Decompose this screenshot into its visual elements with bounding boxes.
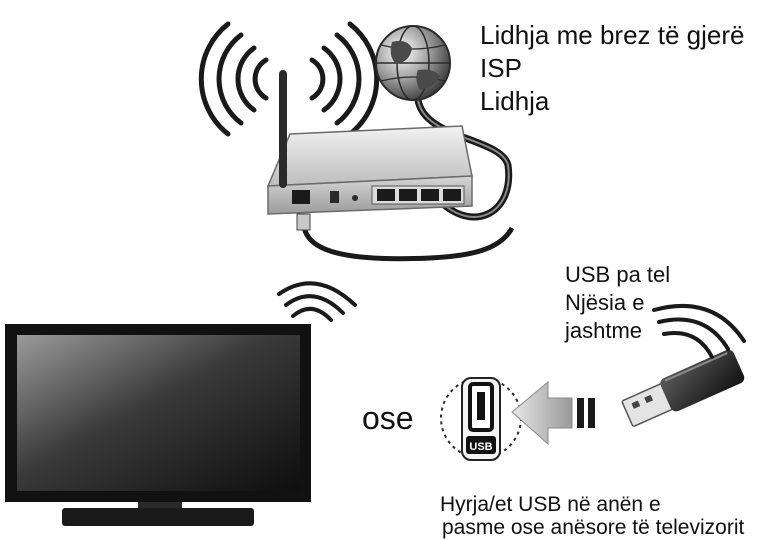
or-label: ose (362, 400, 414, 436)
router-wan-port (292, 190, 310, 204)
router (266, 70, 473, 231)
dongle-label-line-1: USB pa tel (565, 262, 671, 287)
isp-label-line-2: ISP (480, 53, 522, 83)
dongle-label-line-3: jashtme (565, 318, 643, 343)
insert-arrow-icon (511, 380, 595, 446)
usb-port-icon: USB (440, 377, 522, 461)
dongle-wifi-icon (652, 303, 746, 359)
router-wifi-icon (198, 21, 380, 137)
isp-label-line-1: Lidhja me brez të gjerë (480, 20, 745, 50)
usb-dongle (621, 349, 745, 427)
network-diagram: USB (5, 21, 746, 526)
ethernet-cable (301, 217, 515, 262)
isp-label-line-3: Lidhja (480, 86, 550, 116)
ethernet-plug (296, 213, 311, 231)
television (5, 324, 311, 526)
broadband-cable-highlight (416, 87, 510, 218)
router-antenna (279, 70, 287, 188)
dongle-label-line-2: Njësia e (565, 290, 645, 315)
globe-icon (375, 25, 451, 101)
usb-port-text: USB (469, 441, 492, 453)
port-label-line-2: pasme ose anësore të televizorit (442, 516, 745, 539)
tv-wifi-icon (277, 281, 357, 322)
port-label-line-1: Hyrja/et USB në anën e (440, 493, 661, 516)
router-power-port (330, 191, 339, 203)
